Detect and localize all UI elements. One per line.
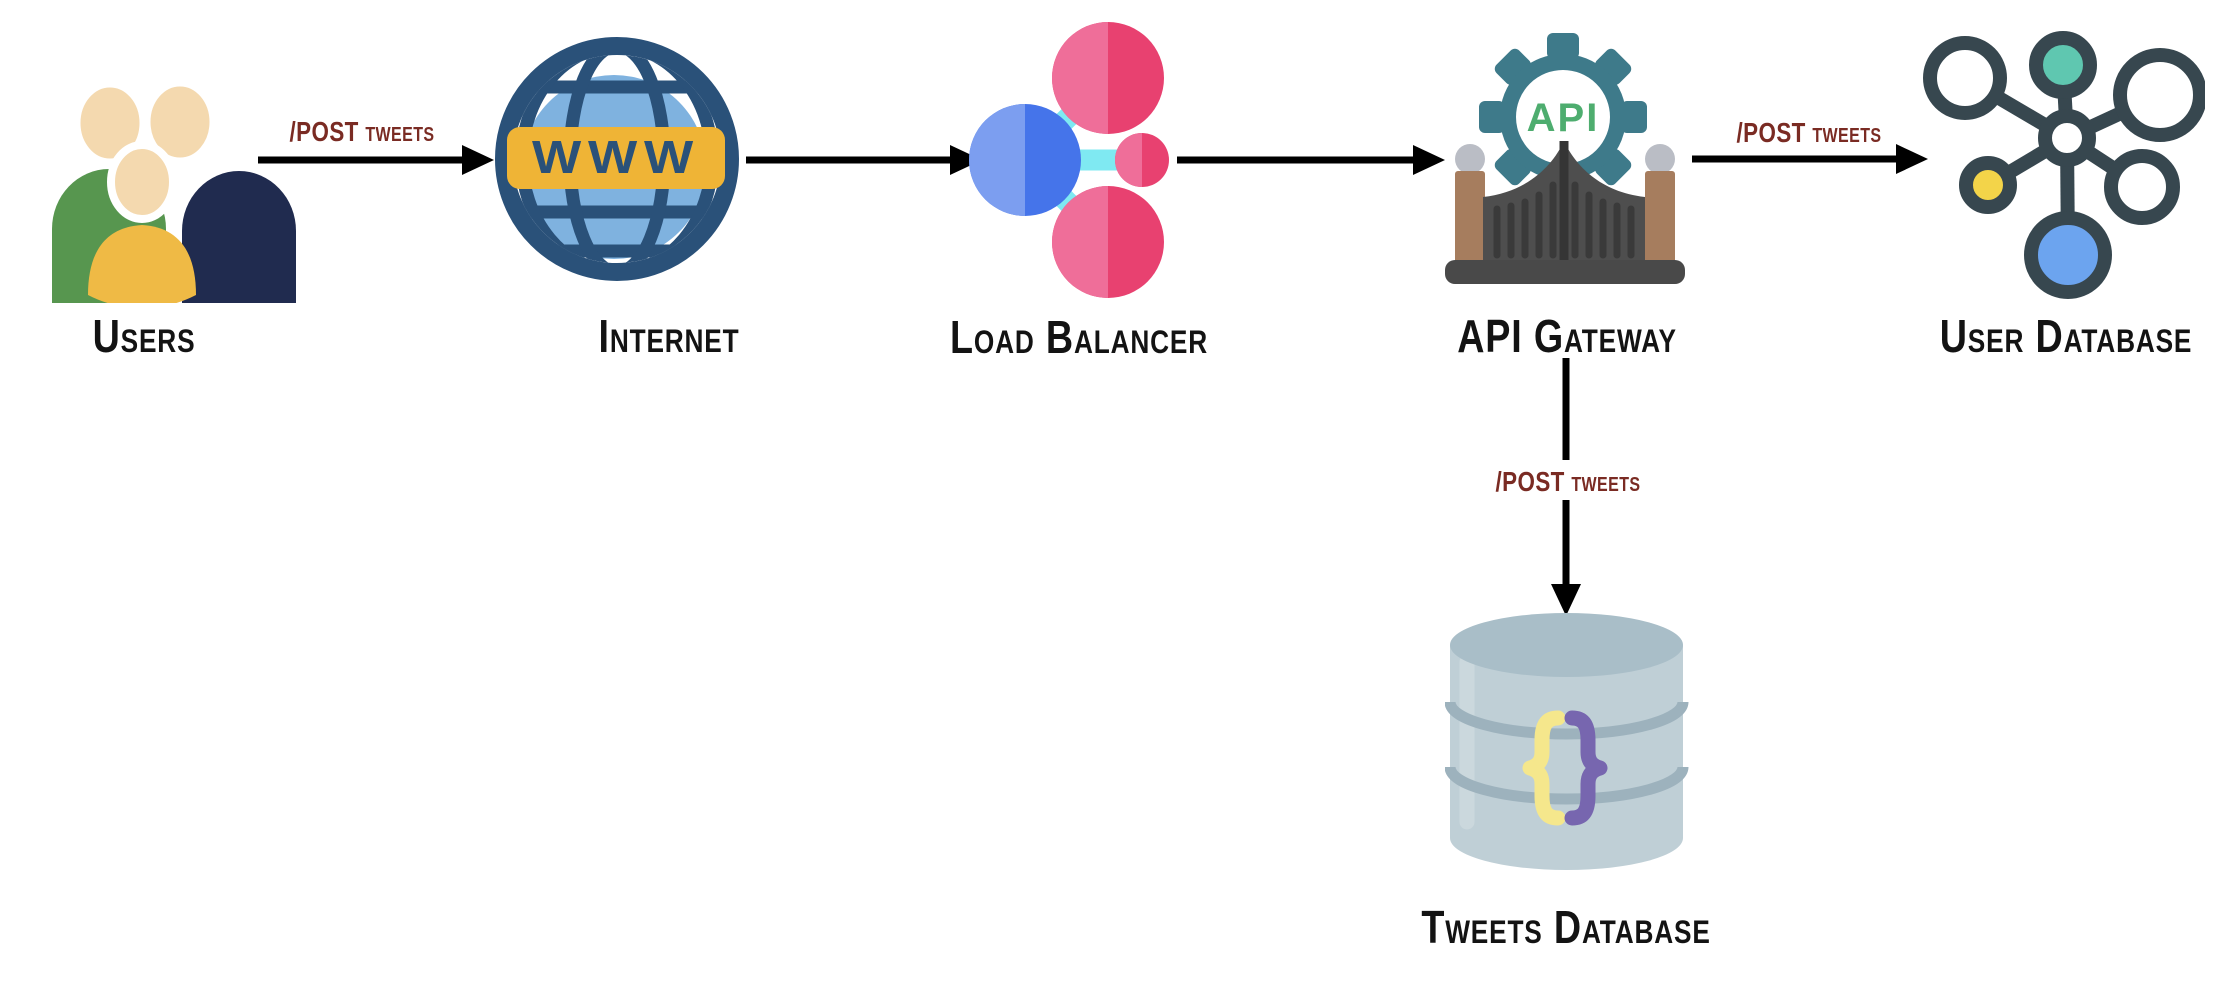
internet-label: Internet xyxy=(598,310,740,362)
arrow-api-gateway-to-user-database xyxy=(1692,144,1928,174)
api-gateway-icon: API xyxy=(1445,33,1685,284)
users-icon xyxy=(52,79,296,303)
cylinder xyxy=(1445,613,1689,870)
tweets-database-icon xyxy=(1445,613,1689,870)
gate xyxy=(1445,141,1685,284)
load-balancer-label: Load Balancer xyxy=(949,311,1209,363)
user-database-label: User Database xyxy=(1939,310,2193,362)
users-group xyxy=(52,79,296,303)
arrow-load-balancer-to-api-gateway xyxy=(1177,145,1445,175)
www-badge: WWW xyxy=(532,131,700,183)
edge-label-api-gateway-to-tweets-db: /POST tweets xyxy=(1495,466,1641,497)
arrow-users-to-internet xyxy=(258,145,494,175)
user-database-icon xyxy=(1923,31,2205,299)
users-label: Users xyxy=(92,310,196,362)
internet-globe-icon: WWW xyxy=(495,37,739,281)
api-badge: API xyxy=(1527,96,1600,140)
load-balancer-icon xyxy=(969,22,1169,298)
json-braces-glyph xyxy=(1522,710,1608,826)
globe-banner xyxy=(507,127,725,189)
arrow-api-gateway-to-tweets-database xyxy=(1551,358,1581,616)
lb-target-nodes xyxy=(1052,22,1169,298)
edge-label-users-to-internet: /POST tweets xyxy=(289,116,435,147)
arrow-internet-to-load-balancer xyxy=(746,145,982,175)
tweets-database-label: Tweets Database xyxy=(1421,901,1711,953)
network-nodes xyxy=(1923,31,2205,299)
lb-hub-node xyxy=(969,104,1081,216)
api-gateway-label: API Gateway xyxy=(1457,310,1677,362)
edge-label-api-gateway-to-user-db: /POST tweets xyxy=(1736,117,1882,148)
